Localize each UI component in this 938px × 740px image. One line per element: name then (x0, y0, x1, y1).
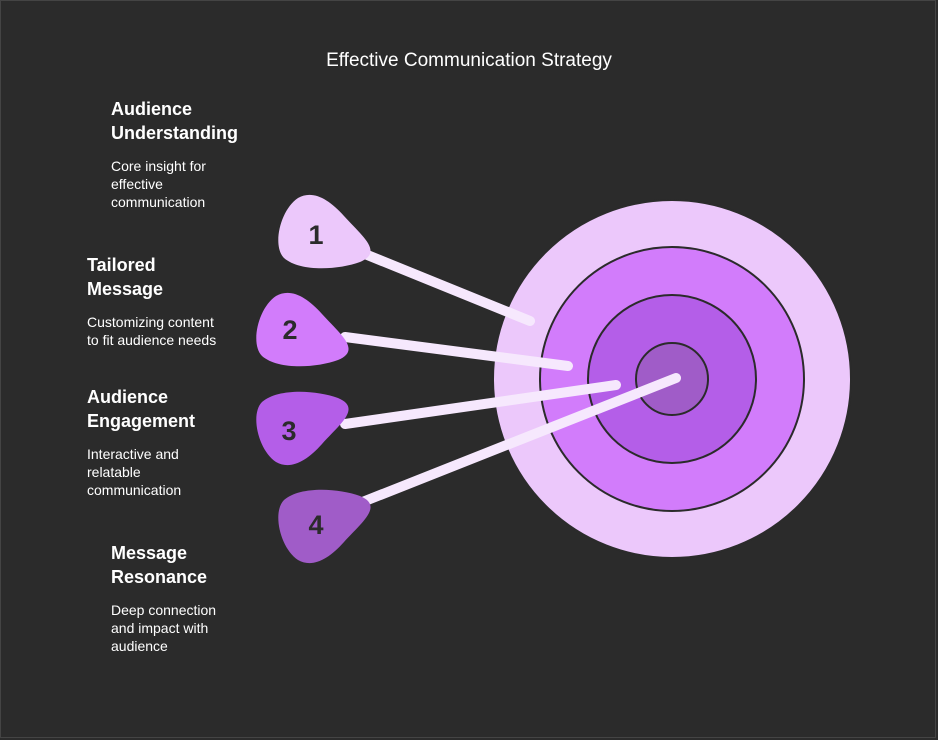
item-heading: Tailored Message (87, 255, 164, 299)
item-audience-understanding: Audience Understanding Core insight for … (111, 97, 238, 211)
arrow-shaft-4 (355, 373, 681, 508)
badge-number-3: 3 (281, 416, 296, 446)
item-heading: Audience Engagement (87, 387, 196, 431)
item-audience-engagement: Audience Engagement Interactive and rela… (87, 385, 195, 499)
item-description: Core insight for effective communication (111, 158, 206, 210)
badge-number-2: 2 (282, 315, 297, 345)
arrow-head-3 (256, 391, 349, 466)
badge-number-4: 4 (308, 510, 323, 540)
arrow-head-4 (278, 489, 371, 564)
item-heading: Audience Understanding (111, 99, 239, 143)
badge-number-1: 1 (308, 220, 323, 250)
item-description: Interactive and relatable communication (87, 446, 182, 498)
arrow-shaft-3 (340, 380, 621, 429)
item-description: Customizing content to fit audience need… (87, 314, 217, 348)
arrow-shaft-2 (340, 332, 573, 371)
arrow-head-2 (256, 292, 349, 367)
item-heading: Message Resonance (111, 543, 208, 587)
item-message-resonance: Message Resonance Deep connection and im… (111, 541, 216, 655)
item-description: Deep connection and impact with audience (111, 602, 217, 654)
item-tailored-message: Tailored Message Customizing content to … (87, 253, 216, 349)
arrow-head-1 (278, 194, 371, 269)
arrow-shaft-1 (355, 247, 535, 326)
diagram-title: Effective Communication Strategy (326, 50, 612, 71)
